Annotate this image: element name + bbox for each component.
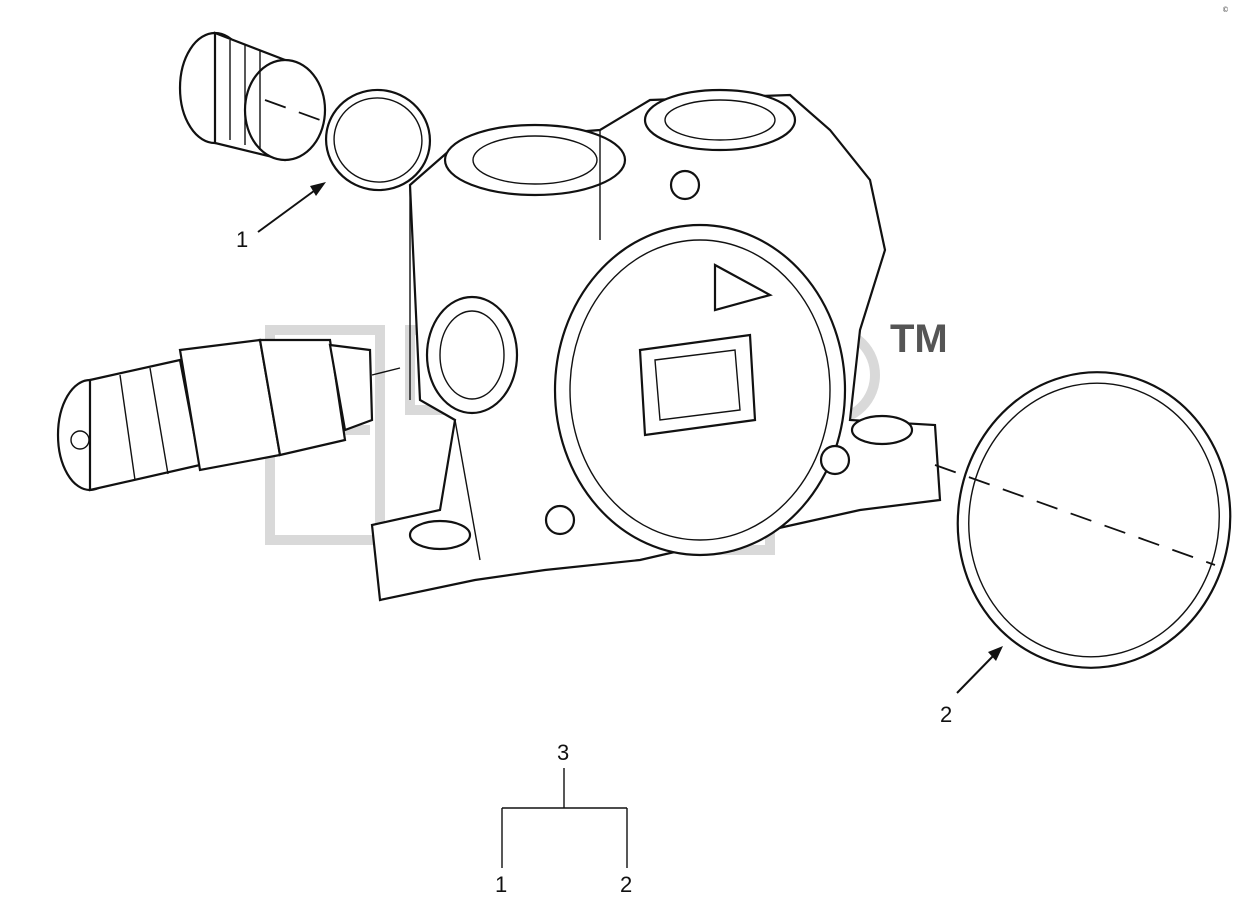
callout-1-leader xyxy=(257,187,319,233)
tree-child-1-label: 1 xyxy=(495,872,507,897)
ring-axis-line xyxy=(934,464,1216,566)
tree-child-2-label: 2 xyxy=(620,872,632,897)
large-seal-ring xyxy=(956,371,1232,669)
trademark-mark: TM xyxy=(890,317,948,361)
tree-parent-label: 3 xyxy=(557,740,569,765)
valve-body xyxy=(370,88,942,602)
callout-1-label: 1 xyxy=(236,227,248,252)
small-seal-ring xyxy=(324,88,432,192)
callout-2-label: 2 xyxy=(940,702,952,727)
relief-cartridge xyxy=(56,338,401,492)
assembly-tree: 3 1 2 xyxy=(495,740,632,897)
callout-2-arrowhead xyxy=(988,646,1003,661)
corner-note: © xyxy=(1222,6,1229,14)
plug-part xyxy=(178,31,327,162)
callout-1-arrowhead xyxy=(310,182,326,196)
callout-2-leader xyxy=(956,652,997,694)
